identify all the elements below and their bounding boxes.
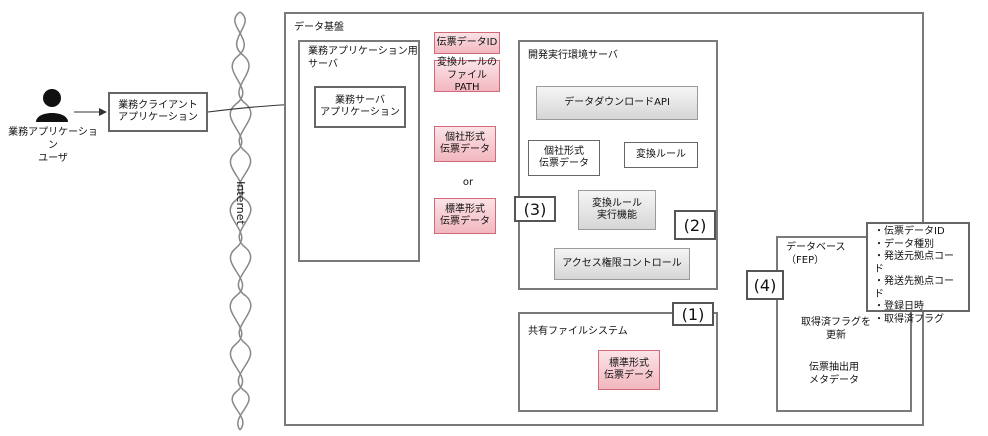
step-3-callout: (3) bbox=[514, 196, 556, 222]
access-control-box: アクセス権限コントロール bbox=[554, 248, 690, 280]
step-2-callout: (2) bbox=[674, 210, 716, 240]
data-platform-label: データ基盤 bbox=[294, 22, 344, 33]
step-4-callout: (4) bbox=[746, 270, 784, 300]
shared-fs-label: 共有ファイルシステム bbox=[528, 326, 628, 337]
param-rule-path: 変換ルールの ファイルPATH bbox=[434, 57, 500, 93]
business-server-app-box: 業務サーバ アプリケーション bbox=[314, 86, 406, 128]
user-icon bbox=[36, 89, 68, 122]
response-individual-data: 個社形式 伝票データ bbox=[434, 126, 496, 162]
internet-cloud bbox=[229, 11, 252, 431]
app-server-frame: 業務アプリケーション用 サーバ bbox=[298, 40, 420, 262]
conversion-rule-doc: 変換ルール bbox=[624, 142, 698, 168]
user-label: 業務アプリケーション ユーザ bbox=[8, 127, 98, 164]
metadata-fields-callout: ・伝票データID ・データ種別 ・発送元拠点コード ・発送先拠点コード ・登録日… bbox=[866, 222, 970, 325]
update-flag-note: 取得済フラグを 更新 bbox=[801, 317, 871, 341]
internet-label: Internet bbox=[234, 181, 247, 225]
conversion-engine-box: 変換ルール 実行機能 bbox=[578, 190, 656, 230]
metadata-cylinder-label: 伝票抽出用 メタデータ bbox=[809, 362, 859, 386]
step-1-callout: (1) bbox=[672, 302, 714, 326]
param-slip-id: 伝票データID bbox=[434, 32, 500, 54]
database-label: データベース （FEP） bbox=[786, 242, 846, 266]
app-server-label: 業務アプリケーション用 サーバ bbox=[308, 46, 418, 70]
individual-data-doc: 個社形式 伝票データ bbox=[528, 140, 600, 176]
response-standard-data: 標準形式 伝票データ bbox=[434, 198, 496, 234]
dev-server-label: 開発実行環境サーバ bbox=[528, 50, 618, 61]
download-api-box: データダウンロードAPI bbox=[536, 86, 698, 120]
standard-data-doc: 標準形式 伝票データ bbox=[598, 350, 660, 390]
client-application-box: 業務クライアント アプリケーション bbox=[108, 92, 208, 132]
or-label: or bbox=[462, 177, 474, 188]
